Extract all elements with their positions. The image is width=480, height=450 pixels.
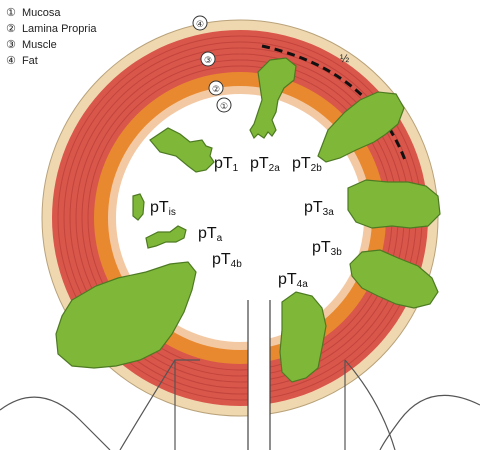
half-depth-label: ½ bbox=[340, 53, 349, 65]
stage-pt-is-base: pT bbox=[150, 199, 169, 216]
layer-markers: ④ ③ ② ① bbox=[192, 15, 232, 113]
stage-label-pt4a: pT4a bbox=[278, 271, 308, 290]
marker-mucosa: ① bbox=[216, 97, 232, 113]
tumor-pt3a bbox=[347, 179, 441, 229]
stage-pt4a-base: pT bbox=[278, 271, 297, 288]
marker-muscle-text: ③ bbox=[204, 56, 212, 66]
tumor-pt4a bbox=[279, 291, 327, 383]
stage-label-pt3a: pT3a bbox=[304, 199, 334, 218]
legend-muscle-label: Muscle bbox=[22, 39, 57, 51]
stage-label-pt3b: pT3b bbox=[312, 239, 342, 258]
tumor-pt2a bbox=[249, 57, 297, 140]
stage-pt2a-sub: 2a bbox=[269, 163, 281, 174]
stage-pt3a-base: pT bbox=[304, 199, 323, 216]
left-outline-outer bbox=[0, 396, 111, 450]
stage-pt1-base: pT bbox=[214, 155, 233, 172]
legend-fat: ④ Fat bbox=[6, 55, 38, 67]
bottom-structures bbox=[0, 290, 480, 450]
legend-mucosa-label: Mucosa bbox=[22, 7, 61, 19]
tumor-pt1 bbox=[149, 127, 215, 173]
tumors bbox=[55, 57, 441, 383]
marker-fat-text: ④ bbox=[196, 20, 204, 30]
stage-label-pt-a: pTa bbox=[198, 225, 223, 244]
stage-labels: pT1 pT2a pT2b pTis pTa pT4b pT3a pT3b pT… bbox=[150, 155, 342, 290]
stage-pt4b-sub: 4b bbox=[231, 259, 243, 270]
marker-mucosa-text: ① bbox=[220, 102, 228, 112]
stage-pt-is-sub: is bbox=[169, 207, 176, 218]
legend-muscle-symbol: ③ bbox=[6, 39, 16, 51]
urethra-gap bbox=[248, 290, 270, 450]
marker-fat: ④ bbox=[192, 15, 208, 31]
stage-label-pt1: pT1 bbox=[214, 155, 239, 174]
legend-muscle: ③ Muscle bbox=[6, 39, 57, 51]
tumor-pt-a bbox=[145, 225, 187, 249]
legend-lamina-symbol: ② bbox=[6, 23, 16, 35]
marker-lamina: ② bbox=[208, 80, 224, 96]
tumor-pt4b bbox=[55, 261, 197, 369]
half-depth-dashed-line bbox=[261, 44, 407, 161]
right-outline-outer bbox=[379, 394, 480, 450]
stage-pt4a-sub: 4a bbox=[297, 279, 309, 290]
legend-mucosa: ① Mucosa bbox=[6, 7, 61, 19]
stage-label-pt2a: pT2a bbox=[250, 155, 280, 174]
stage-pt4b-base: pT bbox=[212, 251, 231, 268]
stage-pt3b-sub: 3b bbox=[331, 247, 343, 258]
stage-pt-a-base: pT bbox=[198, 225, 217, 242]
marker-muscle: ③ bbox=[200, 51, 216, 67]
stage-pt2b-sub: 2b bbox=[311, 163, 323, 174]
legend-lamina: ② Lamina Propria bbox=[6, 23, 97, 35]
stage-pt2a-base: pT bbox=[250, 155, 269, 172]
legend-fat-label: Fat bbox=[22, 55, 38, 67]
tumor-pt3b bbox=[349, 249, 439, 309]
stage-label-pt-is: pTis bbox=[150, 199, 176, 218]
left-outline-mid bbox=[119, 359, 200, 450]
stage-label-pt2b: pT2b bbox=[292, 155, 322, 174]
tumor-pt-is bbox=[132, 193, 145, 221]
right-outline-mid bbox=[344, 359, 396, 450]
legend-fat-symbol: ④ bbox=[6, 55, 16, 67]
stage-pt1-sub: 1 bbox=[233, 163, 239, 174]
stage-pt3a-sub: 3a bbox=[323, 207, 335, 218]
stage-pt3b-base: pT bbox=[312, 239, 331, 256]
marker-lamina-text: ② bbox=[212, 85, 220, 95]
legend: ① Mucosa ② Lamina Propria ③ Muscle ④ Fat bbox=[6, 7, 97, 67]
stage-label-pt4b: pT4b bbox=[212, 251, 242, 270]
tumor-pt2b bbox=[317, 91, 405, 163]
stage-pt-a-sub: a bbox=[217, 233, 223, 244]
legend-lamina-label: Lamina Propria bbox=[22, 23, 97, 35]
legend-mucosa-symbol: ① bbox=[6, 7, 16, 19]
stage-pt2b-base: pT bbox=[292, 155, 311, 172]
